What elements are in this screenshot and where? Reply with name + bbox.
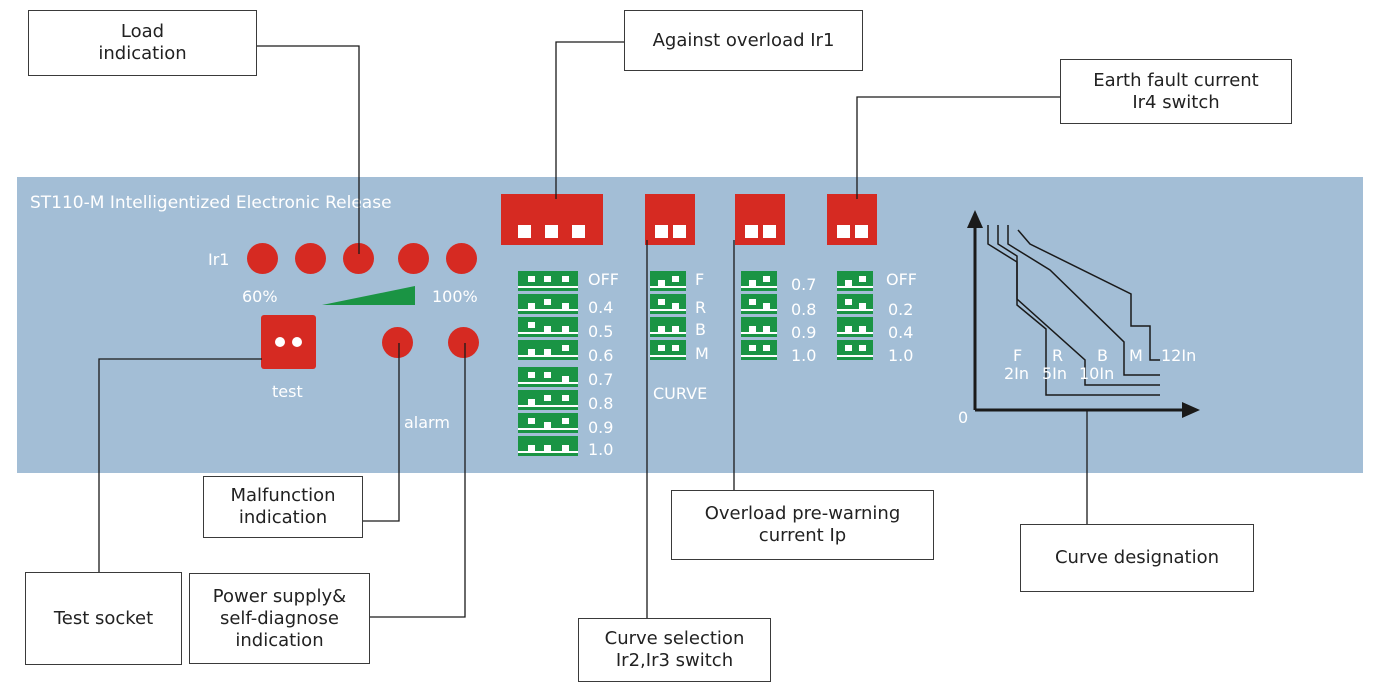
- dip-switch[interactable]: [518, 390, 578, 410]
- malfunction-led: [382, 327, 413, 358]
- dip-switch[interactable]: [837, 271, 873, 291]
- dip-switch[interactable]: [650, 271, 686, 291]
- dip-switch[interactable]: [741, 340, 777, 360]
- ir4-setting-0-4: 0.4: [888, 323, 914, 342]
- curve-switch-block[interactable]: [645, 194, 695, 245]
- curve-setting-b: B: [695, 320, 706, 339]
- curve-label: CURVE: [653, 384, 708, 403]
- ip-setting-0-8: 0.8: [791, 300, 817, 319]
- callout-test-socket: Test socket: [25, 572, 182, 665]
- ir1-setting-0-6: 0.6: [588, 346, 614, 365]
- ip-switch-block[interactable]: [735, 194, 785, 245]
- ip-setting-1-0: 1.0: [791, 346, 817, 365]
- ir1-setting-0-4: 0.4: [588, 298, 614, 317]
- test-label: test: [272, 382, 303, 401]
- dip-switch[interactable]: [650, 294, 686, 314]
- callout-against-overload: Against overload Ir1: [624, 10, 863, 71]
- curve-setting-m: M: [695, 344, 709, 363]
- curve-setting-r: R: [695, 298, 707, 317]
- alarm-label: alarm: [404, 413, 450, 432]
- dip-switch[interactable]: [741, 317, 777, 337]
- curve-multiple-5in: 5In: [1042, 364, 1068, 383]
- load-led-4: [398, 243, 429, 274]
- ir4-setting-off: OFF: [886, 270, 917, 289]
- ir4-setting-1-0: 1.0: [888, 346, 914, 365]
- load-led-5: [446, 243, 477, 274]
- load-led-3: [343, 243, 374, 274]
- curve-multiple-12in: 12In: [1161, 346, 1197, 365]
- ir4-switch-block[interactable]: [827, 194, 877, 245]
- curve-label-m: M: [1129, 346, 1143, 365]
- load-led-1: [247, 243, 278, 274]
- callout-overload-prewarning: Overload pre-warning current Ip: [671, 490, 934, 560]
- dip-switch[interactable]: [837, 294, 873, 314]
- dip-switch[interactable]: [518, 317, 578, 337]
- callout-malfunction: Malfunction indication: [203, 476, 363, 538]
- callout-power-supply: Power supply& self-diagnose indication: [189, 573, 370, 664]
- socket-pin-icon: [275, 337, 285, 347]
- dip-switch[interactable]: [741, 294, 777, 314]
- panel-title: ST110-M Intelligentized Electronic Relea…: [30, 193, 392, 213]
- dip-switch[interactable]: [741, 271, 777, 291]
- test-socket[interactable]: [261, 315, 316, 369]
- load-led-2: [295, 243, 326, 274]
- callout-curve-selection: Curve selection Ir2,Ir3 switch: [578, 618, 771, 682]
- curve-setting-f: F: [695, 270, 705, 289]
- dip-switch[interactable]: [837, 340, 873, 360]
- dip-switch[interactable]: [837, 317, 873, 337]
- ir1-label: Ir1: [208, 250, 230, 269]
- dip-switch[interactable]: [650, 340, 686, 360]
- dip-switch[interactable]: [518, 367, 578, 387]
- callout-load-indication: Load indication: [28, 10, 257, 76]
- socket-pin-icon: [292, 337, 302, 347]
- ip-setting-0-7: 0.7: [791, 275, 817, 294]
- curve-multiple-10in: 10In: [1079, 364, 1115, 383]
- ir1-setting-0-5: 0.5: [588, 322, 614, 341]
- power-led: [448, 327, 479, 358]
- ir4-setting-0-2: 0.2: [888, 300, 914, 319]
- ir1-switch-block[interactable]: [501, 194, 603, 245]
- ir1-setting-0-7: 0.7: [588, 370, 614, 389]
- ir1-setting-1-0: 1.0: [588, 440, 614, 459]
- ip-setting-0-9: 0.9: [791, 323, 817, 342]
- callout-earth-fault: Earth fault current Ir4 switch: [1060, 59, 1292, 124]
- curve-multiple-2in: 2In: [1004, 364, 1030, 383]
- dip-switch[interactable]: [518, 436, 578, 456]
- curve-label-f: F: [1013, 346, 1023, 365]
- ir1-setting-off: OFF: [588, 270, 619, 289]
- dip-switch[interactable]: [518, 340, 578, 360]
- dip-switch[interactable]: [518, 294, 578, 314]
- curve-label-r: R: [1052, 346, 1064, 365]
- ir1-setting-0-8: 0.8: [588, 394, 614, 413]
- dip-switch[interactable]: [650, 317, 686, 337]
- dip-switch[interactable]: [518, 271, 578, 291]
- pct-min-label: 60%: [242, 287, 278, 306]
- curve-origin-label: 0: [958, 408, 969, 427]
- ir1-setting-0-9: 0.9: [588, 418, 614, 437]
- callout-curve-designation: Curve designation: [1020, 524, 1254, 592]
- dip-switch[interactable]: [518, 413, 578, 433]
- pct-max-label: 100%: [432, 287, 478, 306]
- curve-label-b: B: [1097, 346, 1108, 365]
